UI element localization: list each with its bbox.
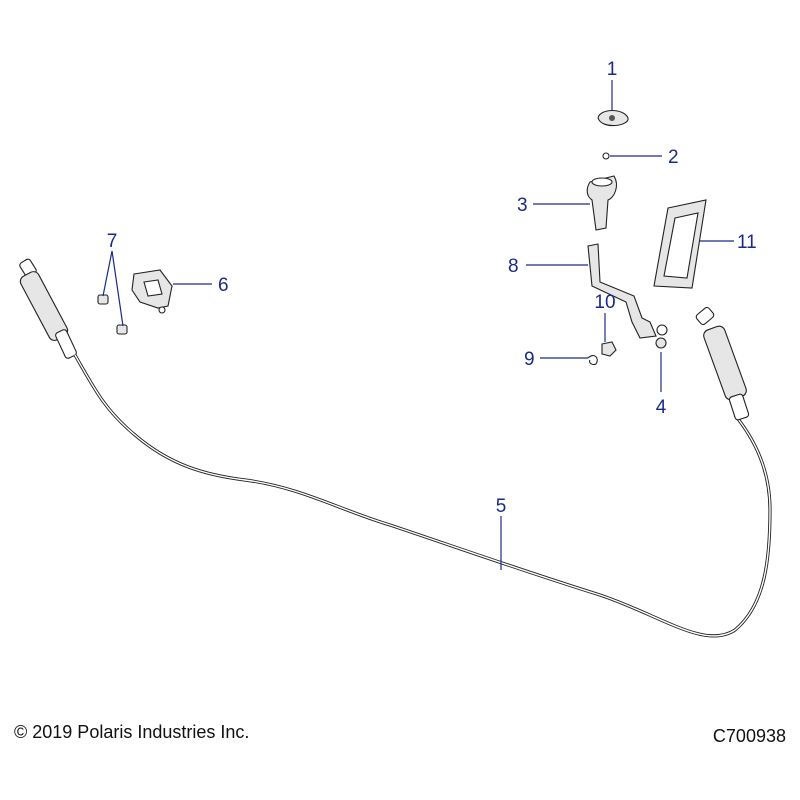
part-clip	[587, 355, 598, 366]
callout-9: 9	[524, 349, 535, 370]
leader-lines	[102, 80, 734, 570]
part-nut	[601, 341, 617, 357]
part-set-screw	[602, 152, 610, 160]
callout-7: 7	[107, 231, 118, 252]
part-shift-knob	[586, 175, 617, 231]
callout-6: 6	[218, 275, 229, 296]
copyright-text: © 2019 Polaris Industries Inc.	[14, 722, 250, 742]
part-shift-lever	[587, 243, 668, 339]
cable-right-end	[695, 306, 750, 421]
callout-10: 10	[594, 292, 615, 313]
cable-left-end	[19, 258, 77, 359]
callout-4: 4	[656, 397, 667, 418]
callout-1: 1	[607, 59, 618, 80]
callout-3: 3	[517, 195, 528, 216]
callout-11: 11	[737, 232, 757, 253]
callout-5: 5	[496, 496, 507, 517]
callout-2: 2	[668, 147, 679, 168]
part-knob-cap	[597, 109, 629, 127]
callout-8: 8	[508, 256, 519, 277]
cable-assembly	[19, 258, 772, 638]
figure-code: C700938	[712, 726, 786, 746]
part-cable-bracket	[131, 269, 173, 314]
part-fasteners	[97, 294, 128, 335]
part-shift-boot	[653, 199, 707, 289]
part-bushing	[655, 337, 667, 349]
callout-labels: 1 2 3 4 5 6 7 8 9 10 11	[107, 59, 757, 517]
